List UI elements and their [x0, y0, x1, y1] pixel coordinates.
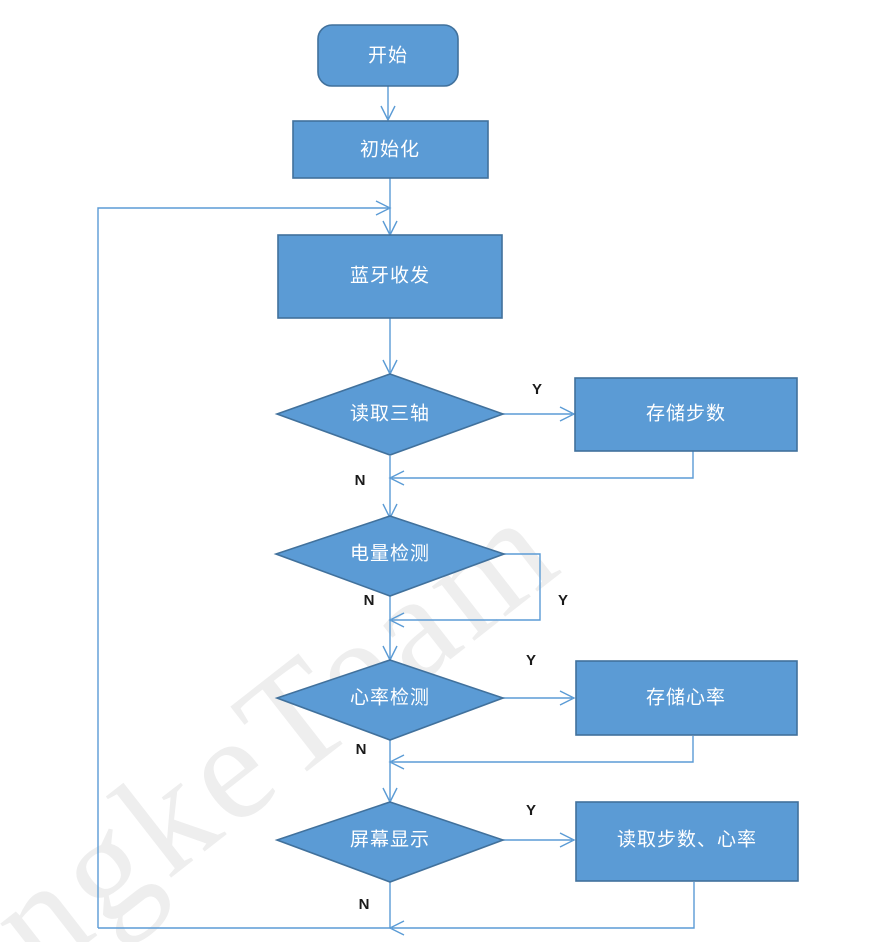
node-store-steps[interactable]: 存储步数 — [574, 377, 798, 452]
node-battery[interactable]: 电量检测 — [273, 515, 507, 597]
read-axis-label: 读取三轴 — [350, 402, 430, 424]
store-hr-label: 存储心率 — [646, 686, 726, 708]
branch-label-axis-no: N — [355, 472, 366, 489]
branch-label-screen-no: N — [359, 896, 370, 913]
bluetooth-label: 蓝牙收发 — [350, 264, 430, 286]
branch-label-layer: Y N Y N Y N Y N — [355, 381, 568, 913]
battery-shape[interactable] — [273, 515, 507, 597]
node-init[interactable]: 初始化 — [292, 120, 489, 179]
branch-label-hr-no: N — [356, 741, 367, 758]
arrowhead-init — [380, 105, 396, 122]
init-shape[interactable] — [292, 120, 489, 179]
branch-label-hr-yes: Y — [526, 652, 536, 669]
node-read-both[interactable]: 读取步数、心率 — [575, 801, 799, 882]
read-axis-shape[interactable] — [274, 373, 506, 456]
node-heart-rate[interactable]: 心率检测 — [274, 659, 506, 741]
heart-rate-label: 心率检测 — [350, 686, 430, 708]
heart-rate-shape[interactable] — [274, 659, 506, 741]
connector-store-steps-return — [392, 451, 694, 479]
bluetooth-shape[interactable] — [277, 234, 503, 319]
node-store-hr[interactable]: 存储心率 — [575, 660, 798, 736]
node-read-axis[interactable]: 读取三轴 — [274, 373, 506, 456]
store-steps-shape[interactable] — [574, 377, 798, 452]
read-both-shape[interactable] — [575, 801, 799, 882]
store-steps-label: 存储步数 — [646, 402, 726, 424]
connector-layer — [97, 86, 695, 936]
read-both-label: 读取步数、心率 — [617, 828, 757, 850]
arrowhead-store-hr — [559, 690, 576, 706]
battery-label: 电量检测 — [350, 542, 430, 564]
node-layer: 开始 初始化 蓝牙收发 读取三轴 存储步数 — [273, 24, 799, 883]
branch-label-battery-no: N — [364, 592, 375, 609]
start-shape[interactable] — [317, 24, 459, 87]
arrowhead-loop-back — [375, 200, 392, 216]
connector-battery-yes — [392, 553, 541, 621]
screen-label: 屏幕显示 — [350, 828, 430, 850]
connector-loop-back — [97, 207, 388, 928]
screen-shape[interactable] — [274, 801, 506, 883]
connector-read-both-return — [392, 882, 695, 929]
arrowhead-read-both — [559, 832, 576, 848]
init-label: 初始化 — [360, 138, 420, 160]
connector-store-hr-return — [392, 736, 694, 763]
start-label: 开始 — [368, 44, 408, 66]
branch-label-axis-yes: Y — [532, 381, 542, 398]
branch-label-screen-yes: Y — [526, 802, 536, 819]
node-screen[interactable]: 屏幕显示 — [274, 801, 506, 883]
node-start[interactable]: 开始 — [317, 24, 459, 87]
node-bluetooth[interactable]: 蓝牙收发 — [277, 234, 503, 319]
store-hr-shape[interactable] — [575, 660, 798, 736]
branch-label-battery-yes: Y — [558, 592, 568, 609]
arrowhead-store-steps — [559, 406, 576, 422]
